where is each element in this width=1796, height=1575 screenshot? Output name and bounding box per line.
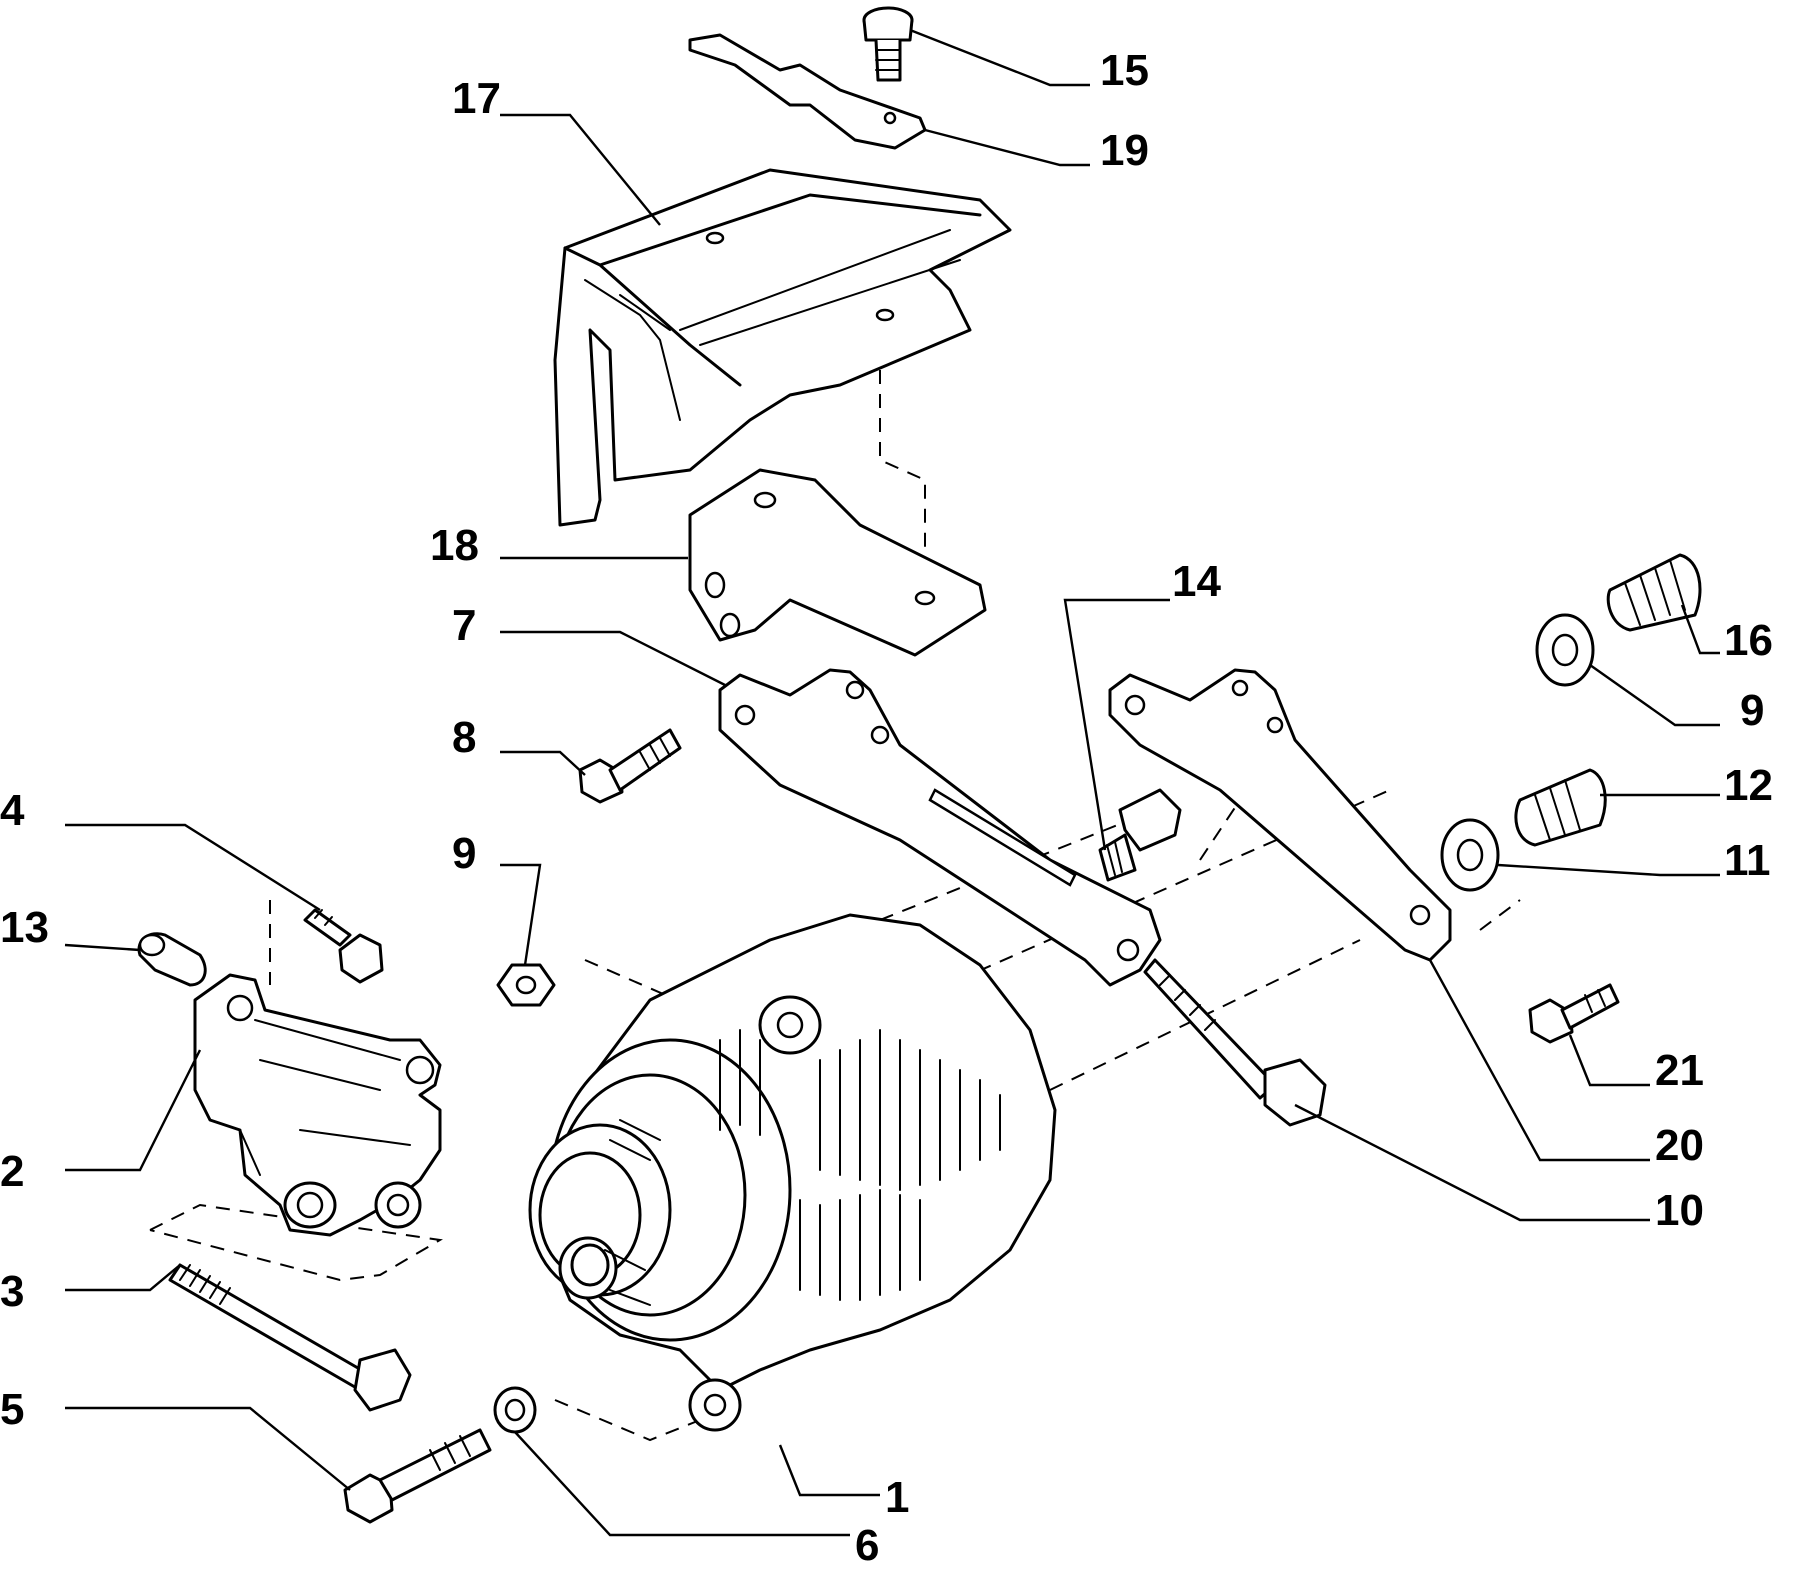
part-9-nut-left bbox=[496, 963, 556, 1007]
callout-12: 12 bbox=[1724, 761, 1773, 810]
part-11-washer bbox=[1440, 818, 1500, 892]
callout-7: 7 bbox=[452, 601, 476, 650]
callout-19: 19 bbox=[1100, 126, 1149, 175]
callout-17: 17 bbox=[452, 74, 501, 123]
part-8-bolt bbox=[578, 728, 682, 804]
callout-9-right: 9 bbox=[1740, 686, 1764, 735]
callout-1: 1 bbox=[885, 1473, 909, 1522]
part-4-bolt bbox=[303, 908, 384, 984]
part-1-alternator bbox=[528, 913, 1057, 1432]
part-17-heat-shield bbox=[553, 168, 1012, 527]
callout-labels: 1 2 3 4 5 6 7 8 9 9 10 11 12 13 14 15 16… bbox=[0, 46, 1773, 1570]
callout-15: 15 bbox=[1100, 46, 1149, 95]
callout-5: 5 bbox=[0, 1385, 24, 1434]
part-14-bolt bbox=[1098, 788, 1182, 882]
part-12-bush bbox=[1514, 768, 1607, 847]
callout-4: 4 bbox=[0, 786, 25, 835]
part-13-spacer bbox=[137, 932, 207, 987]
part-15-bolt bbox=[862, 6, 914, 82]
callout-6: 6 bbox=[855, 1521, 879, 1570]
callout-18: 18 bbox=[430, 521, 479, 570]
callout-10: 10 bbox=[1655, 1186, 1704, 1235]
part-16-bush bbox=[1606, 553, 1702, 632]
part-19-bracket-strip bbox=[688, 33, 927, 150]
callout-8: 8 bbox=[452, 713, 476, 762]
part-2-mounting-bracket bbox=[193, 973, 442, 1237]
callout-2: 2 bbox=[0, 1147, 24, 1196]
callout-21: 21 bbox=[1655, 1046, 1704, 1095]
callout-9-left: 9 bbox=[452, 829, 476, 878]
leader-lines bbox=[64, 28, 1720, 1537]
part-21-bolt bbox=[1528, 983, 1620, 1044]
part-20-adjusting-bracket bbox=[1108, 668, 1452, 962]
callout-11: 11 bbox=[1724, 836, 1771, 885]
callout-20: 20 bbox=[1655, 1121, 1704, 1170]
callout-3: 3 bbox=[0, 1267, 24, 1316]
part-7-adjusting-bracket bbox=[718, 668, 1162, 987]
part-5-bolt bbox=[343, 1428, 492, 1524]
part-6-washer bbox=[493, 1386, 537, 1434]
part-10-long-bolt bbox=[1143, 958, 1327, 1127]
callout-16: 16 bbox=[1724, 616, 1773, 665]
part-9-washer-right bbox=[1535, 613, 1595, 687]
callout-14: 14 bbox=[1172, 557, 1221, 606]
part-3-long-bolt bbox=[168, 1263, 412, 1412]
callout-13: 13 bbox=[0, 903, 49, 952]
part-18-support-bracket bbox=[688, 468, 987, 657]
